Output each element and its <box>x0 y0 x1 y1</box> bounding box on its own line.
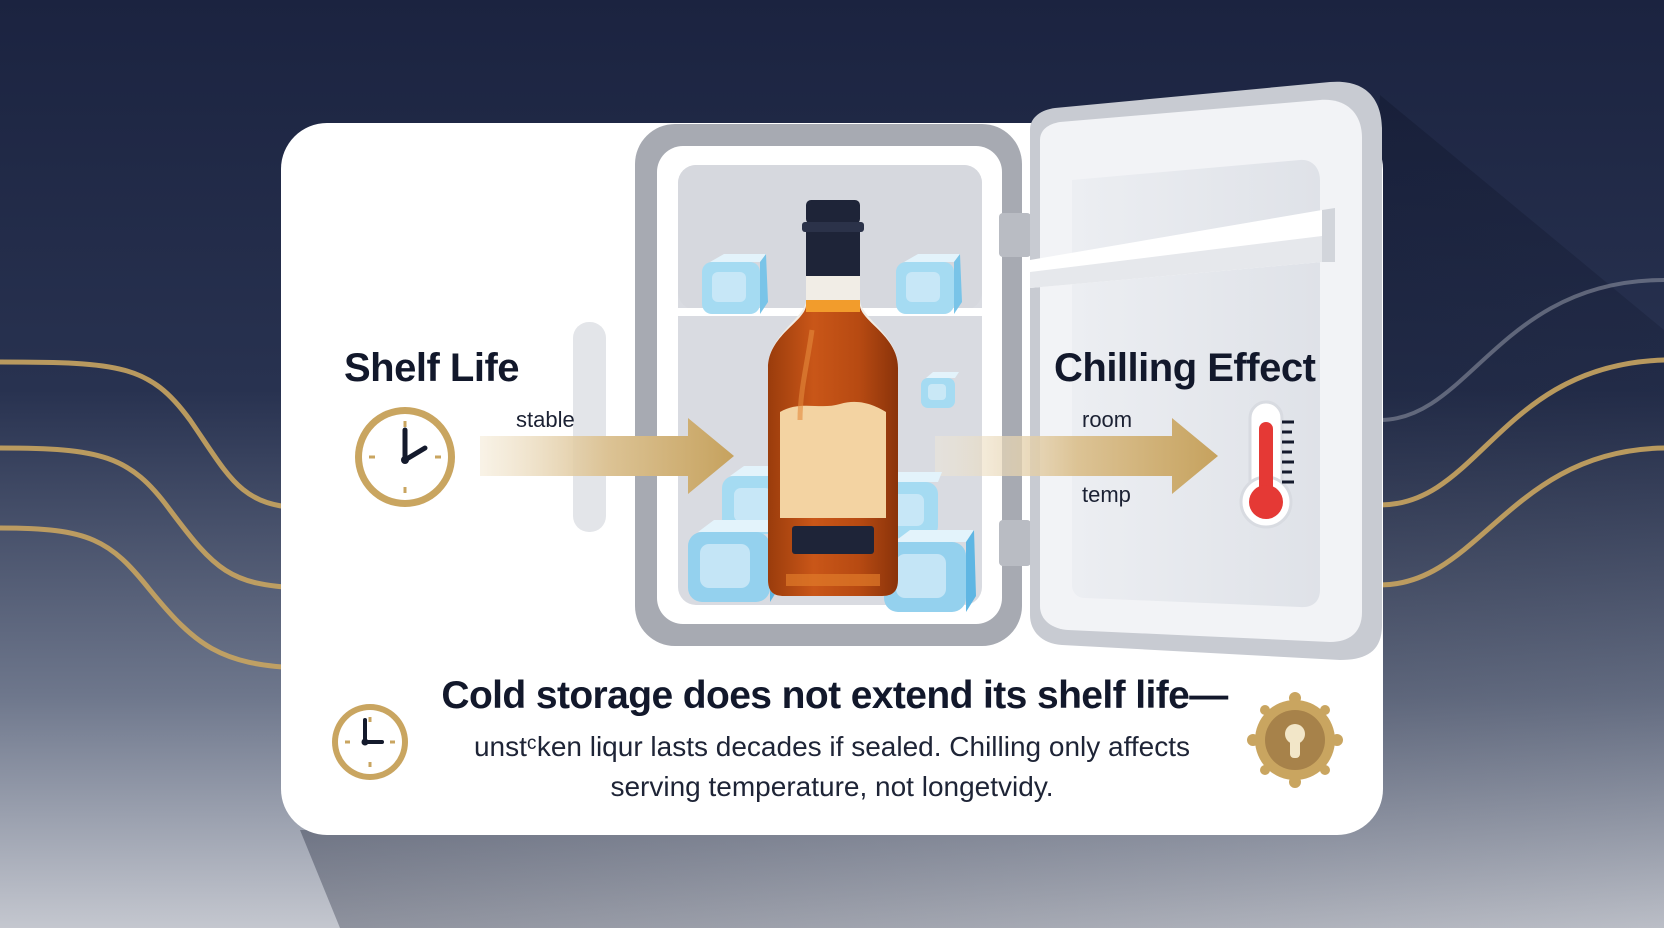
temp-label: temp <box>1082 482 1131 507</box>
liquor-bottle <box>768 200 898 596</box>
shelf-life-heading: Shelf Life <box>344 346 520 390</box>
caption-headline: Cold storage does not extend its shelf l… <box>441 674 1228 717</box>
room-label: room <box>1082 407 1133 432</box>
ice-cubes <box>688 254 976 612</box>
clock-icon <box>332 704 408 780</box>
caption-line-2: serving temperature, not longetvidy. <box>610 771 1054 802</box>
keyhole-badge-icon <box>1247 692 1343 788</box>
caption-line-1: unstᶜken liqur lasts decades if sealed. … <box>473 731 1190 762</box>
stable-label: stable <box>516 407 575 432</box>
clock-icon <box>355 407 455 507</box>
thermometer-icon <box>1239 400 1294 529</box>
chilling-effect-heading: Chilling Effect <box>1054 346 1316 390</box>
